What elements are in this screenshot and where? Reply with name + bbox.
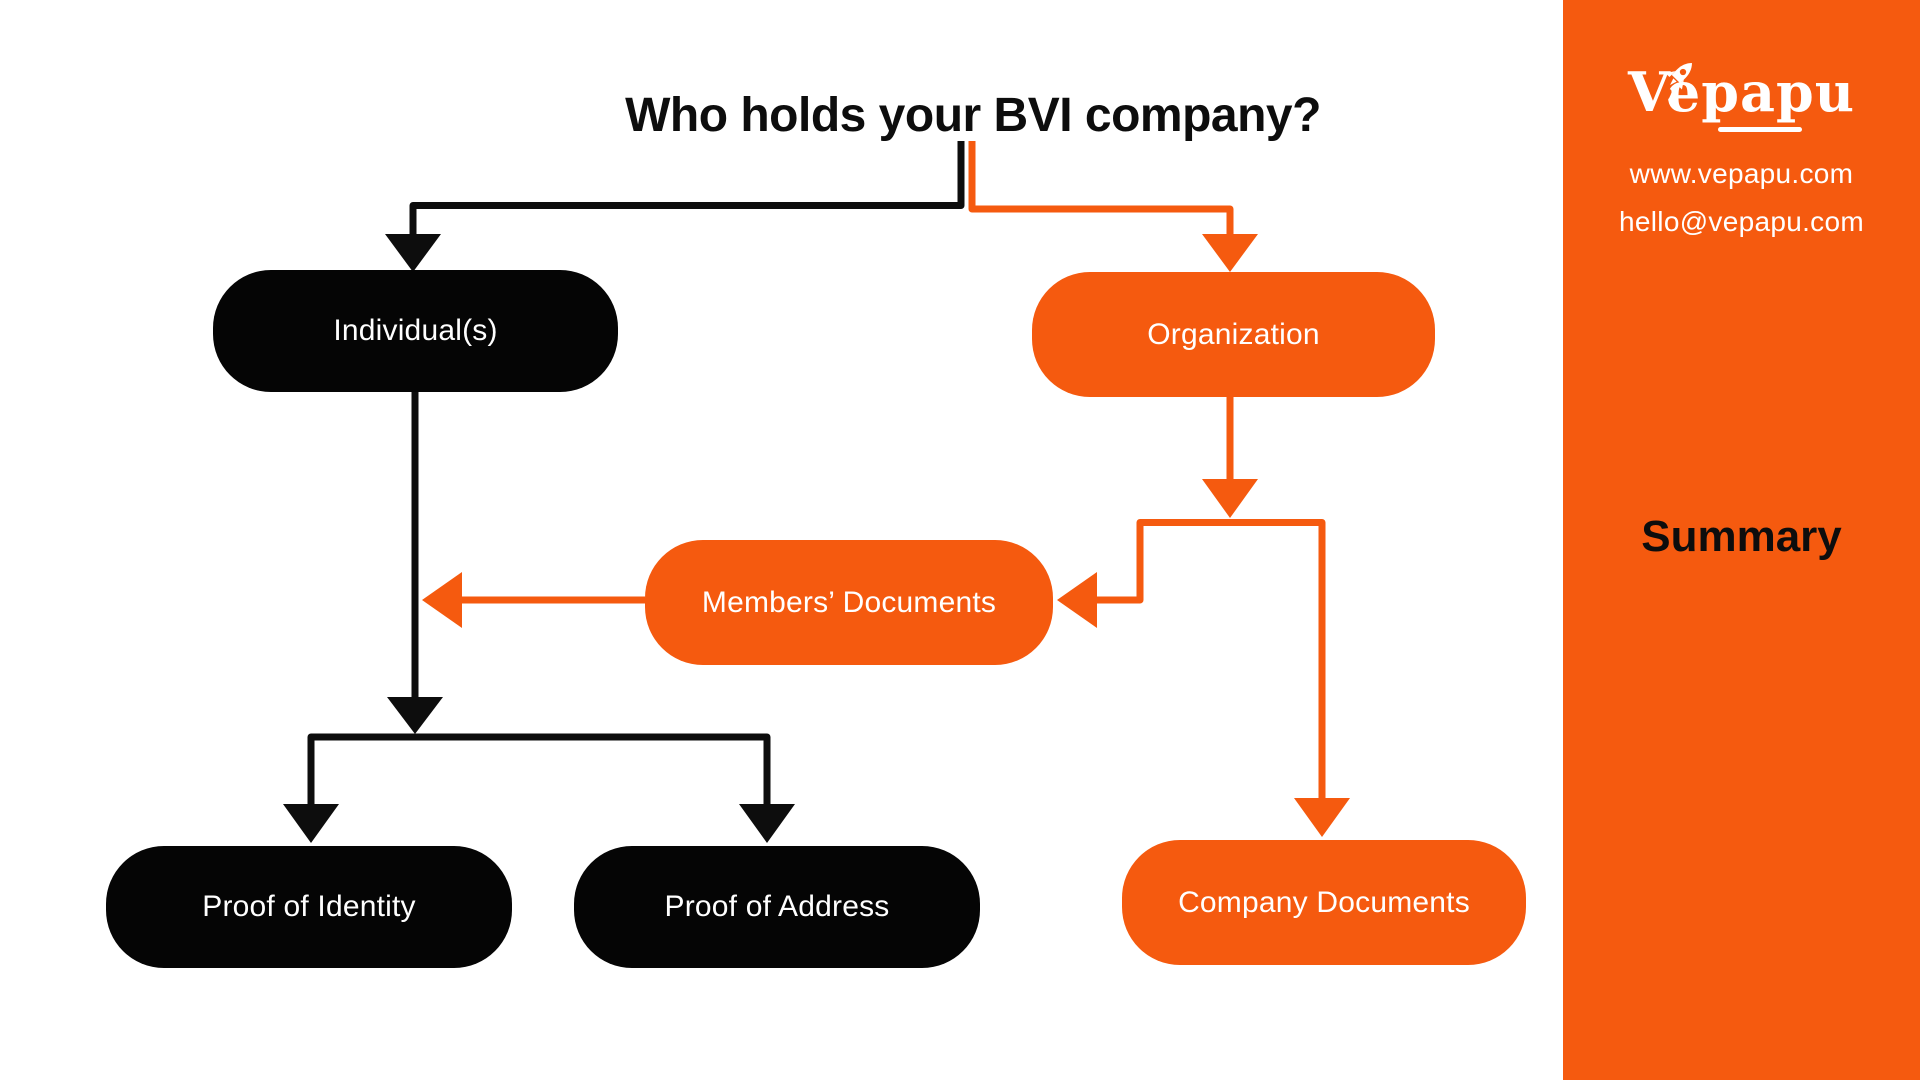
website-text: www.vepapu.com [1629, 158, 1854, 189]
node-label: Organization [1147, 317, 1320, 351]
arrowhead-left-icon [422, 572, 462, 628]
arrowhead-down-icon [385, 234, 441, 272]
arrowhead-down-icon [1202, 234, 1258, 272]
node-organization: Organization [1032, 272, 1435, 397]
connector-title-organization [968, 141, 1234, 236]
arrowhead-down-icon [1294, 798, 1350, 837]
arrowhead-down-icon [387, 697, 443, 734]
connector-split-bar [307, 733, 771, 806]
node-proof-of-identity: Proof of Identity [106, 846, 512, 968]
arrowhead-down-icon [1202, 479, 1258, 518]
summary-heading: Summary [1641, 512, 1842, 561]
logo-underline [1718, 127, 1802, 132]
sidebar: Vepapu ♥ www.vepapu.com hello@vepapu.com… [1563, 0, 1920, 1080]
connector-title-individual [409, 141, 965, 236]
arrowhead-down-icon [739, 804, 795, 843]
page-title: Who holds your BVI company? [625, 89, 1321, 142]
node-individual: Individual(s) [213, 270, 618, 392]
node-label: Proof of Identity [202, 890, 416, 923]
rocket-icon [1665, 63, 1692, 90]
logo-text: Vepapu [1627, 60, 1856, 124]
arrowhead-left-icon [1057, 572, 1097, 628]
arrowhead-down-icon [283, 804, 339, 843]
node-company-documents: Company Documents [1122, 840, 1526, 965]
node-label: Proof of Address [664, 890, 890, 923]
node-members-documents: Members’ Documents [645, 540, 1053, 665]
node-label: Individual(s) [333, 314, 498, 347]
node-proof-of-address: Proof of Address [574, 846, 980, 968]
connector-junction-branches [1097, 519, 1326, 801]
vepapu-logo: Vepapu [1563, 62, 1920, 122]
email-text: hello@vepapu.com [1619, 206, 1864, 237]
node-label: Members’ Documents [701, 585, 997, 619]
node-label: Company Documents [1178, 885, 1470, 919]
